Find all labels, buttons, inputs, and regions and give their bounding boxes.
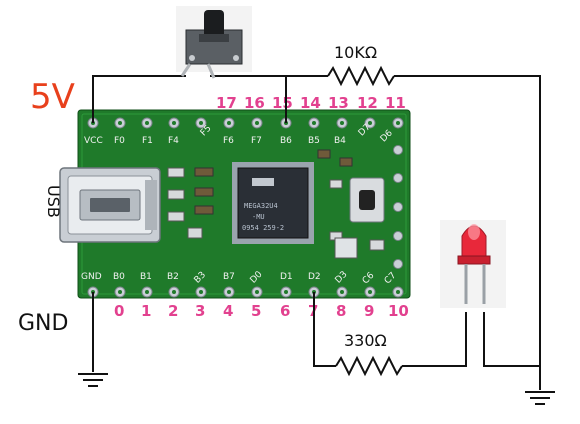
svg-text:GND: GND: [81, 272, 102, 282]
svg-text:-MU: -MU: [252, 213, 265, 221]
svg-text:0954 259-2: 0954 259-2: [242, 224, 284, 232]
top-pin-number: 11: [385, 94, 406, 112]
led: [440, 220, 506, 308]
smd-components: [167, 149, 385, 259]
svg-text:F0: F0: [114, 136, 125, 146]
svg-text:F1: F1: [142, 136, 153, 146]
bottom-pin-number: 10: [388, 302, 409, 320]
push-button-switch: [176, 6, 252, 79]
microcontroller-chip: MEGA32U4 -MU 0954 259-2: [232, 162, 314, 244]
bottom-pin-numbers: 0 1 2 3 4 5 6 7 8 9 10: [114, 302, 409, 320]
bottom-pin-number: 1: [141, 302, 151, 320]
bottom-pin-number: 3: [195, 302, 205, 320]
svg-text:B5: B5: [308, 136, 320, 146]
resistor-330: [335, 355, 403, 377]
top-pin-number: 15: [272, 94, 293, 112]
svg-text:F6: F6: [223, 136, 234, 146]
bottom-pin-number: 8: [336, 302, 346, 320]
resistor-330-label: 330Ω: [344, 331, 387, 350]
top-pin-number: 12: [357, 94, 378, 112]
resistor-10k: [327, 65, 395, 87]
svg-text:D1: D1: [280, 272, 293, 282]
top-pin-pads: [87, 117, 404, 129]
usb-label: USB: [44, 185, 63, 218]
bottom-pin-number: 4: [223, 302, 233, 320]
teensy-board: VCC F0 F1 F4 F5 F6 F7 B6 B5 B4 D7 D6 GND…: [59, 109, 411, 299]
bottom-pin-number: 9: [364, 302, 374, 320]
ground-symbol-right: [525, 391, 555, 405]
top-pin-number: 17: [216, 94, 237, 112]
vcc-label: 5V: [30, 77, 75, 117]
wire-10k-to-ground: [394, 75, 541, 390]
svg-text:B6: B6: [280, 136, 292, 146]
bottom-pin-number: 5: [251, 302, 261, 320]
usb-connector: [59, 167, 161, 243]
wire-d2-to-330: [313, 292, 336, 367]
resistor-10k-label: 10KΩ: [334, 43, 377, 62]
onboard-reset-button: [349, 177, 385, 223]
bottom-pin-number: 2: [168, 302, 178, 320]
top-pin-number: 16: [244, 94, 265, 112]
svg-text:F7: F7: [251, 136, 262, 146]
bottom-pin-number: 6: [280, 302, 290, 320]
top-pin-number: 13: [328, 94, 349, 112]
bottom-pin-number: 0: [114, 302, 124, 320]
svg-text:B4: B4: [334, 136, 346, 146]
top-pin-numbers: 17 16 15 14 13 12 11: [216, 94, 406, 112]
wire-330-to-led: [402, 312, 467, 367]
svg-text:B2: B2: [167, 272, 179, 282]
bottom-pin-pads: [87, 286, 404, 298]
wires: [92, 65, 541, 390]
wire-vcc-to-switch: [92, 75, 186, 123]
gnd-label: GND: [18, 311, 68, 336]
svg-text:B1: B1: [140, 272, 152, 282]
top-pin-number: 14: [300, 94, 321, 112]
ground-symbol-left: [78, 373, 108, 387]
top-pin-labels: VCC F0 F1 F4 F5 F6 F7 B6 B5 B4 D7 D6: [84, 122, 395, 146]
svg-text:MEGA32U4: MEGA32U4: [244, 202, 278, 210]
svg-text:B7: B7: [223, 272, 235, 282]
svg-text:VCC: VCC: [84, 136, 103, 146]
svg-text:D2: D2: [308, 272, 321, 282]
wire-led-to-ground: [483, 312, 540, 367]
side-pin-pads: [393, 145, 403, 269]
svg-text:F4: F4: [168, 136, 179, 146]
svg-text:B0: B0: [113, 272, 125, 282]
